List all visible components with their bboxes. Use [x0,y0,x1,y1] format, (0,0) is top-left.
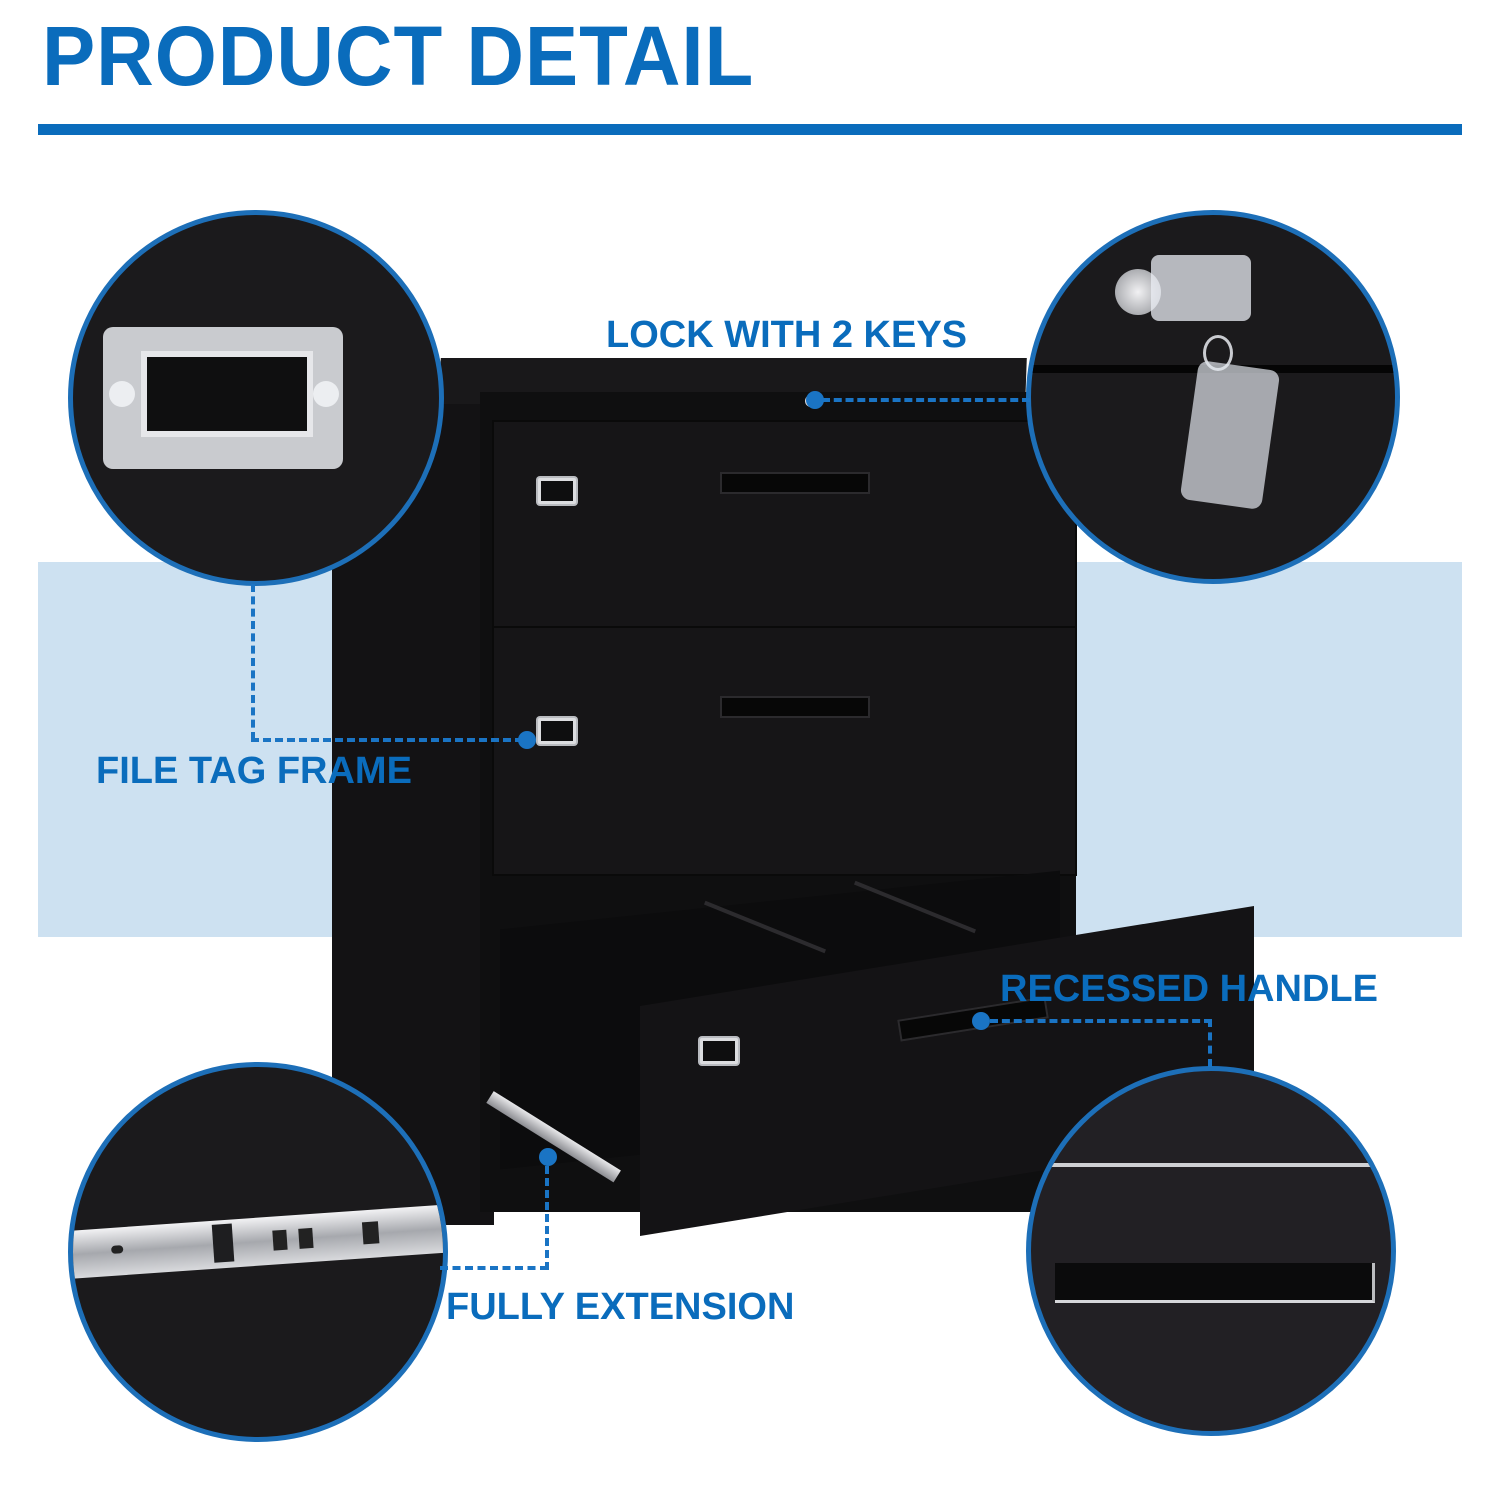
handle-leader-line [990,1019,1212,1023]
key-fob-icon [1151,255,1251,321]
slide-rail-detail-circle [68,1062,448,1442]
spare-key-icon [1179,359,1281,511]
rail-pointer-dot [539,1148,557,1166]
lock-pointer-dot [806,391,824,409]
file-tag-frame-icon [538,478,576,504]
title-underline [38,124,1462,135]
rail-leader-line [440,1266,548,1270]
drawer-middle [492,626,1077,876]
file-tag-leader-line [251,738,523,742]
recessed-handle-icon [1055,1263,1375,1303]
rail-leader-line-vertical [545,1166,549,1270]
rivet-icon [109,381,135,407]
callout-label-full-extension: FULLY EXTENSION [446,1286,795,1328]
callout-label-file-tag-frame: FILE TAG FRAME [96,750,412,792]
file-tag-pointer-dot [518,731,536,749]
rivet-icon [313,381,339,407]
handle-pointer-dot [972,1012,990,1030]
recessed-handle-icon [720,472,870,494]
callout-label-recessed-handle: RECESSED HANDLE [1000,968,1378,1010]
file-tag-frame-icon [700,1038,738,1064]
file-tag-frame-icon [103,327,343,469]
file-tag-frame-icon [538,718,576,744]
recessed-handle-icon [720,696,870,718]
lock-detail-circle [1026,210,1400,584]
file-tag-frame-detail-circle [68,210,444,586]
handle-leader-line-vertical [1208,1019,1212,1067]
page-title: PRODUCT DETAIL [42,9,755,103]
recessed-handle-detail-circle [1026,1066,1396,1436]
file-tag-leader-line-vertical [251,584,255,740]
callout-label-lock: LOCK WITH 2 KEYS [606,314,968,356]
drawer-slide-rail-icon [73,1202,443,1280]
lock-leader-line [822,398,1030,402]
